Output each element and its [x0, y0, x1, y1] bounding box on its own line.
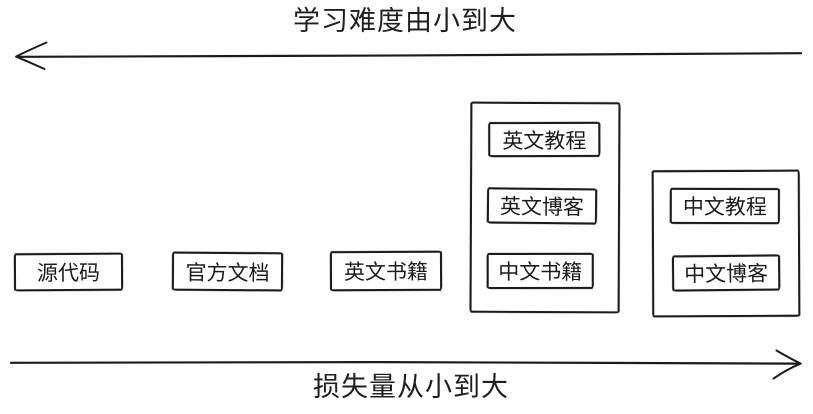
- node-source-code: 源代码: [13, 252, 124, 292]
- top-axis-label: 学习难度由小到大: [293, 6, 517, 37]
- node-chinese-blogs: 中文博客: [671, 254, 781, 292]
- group-box-english-resources: 英文教程 英文博客 中文书籍: [469, 101, 621, 314]
- node-english-blogs: 英文博客: [486, 187, 598, 225]
- node-chinese-books: 中文书籍: [486, 252, 594, 290]
- node-english-books: 英文书籍: [329, 250, 443, 292]
- node-official-docs: 官方文档: [171, 251, 284, 292]
- bottom-arrow-line: [9, 360, 801, 365]
- node-chinese-tutorials: 中文教程: [669, 187, 780, 225]
- bottom-arrow-head: [772, 349, 802, 380]
- top-arrow-head: [15, 41, 48, 70]
- top-arrow-line: [17, 52, 803, 58]
- group-box-chinese-resources: 中文教程 中文博客: [651, 169, 801, 318]
- bottom-axis-label: 损失量从小到大: [313, 372, 509, 403]
- node-english-tutorials: 英文教程: [488, 121, 601, 158]
